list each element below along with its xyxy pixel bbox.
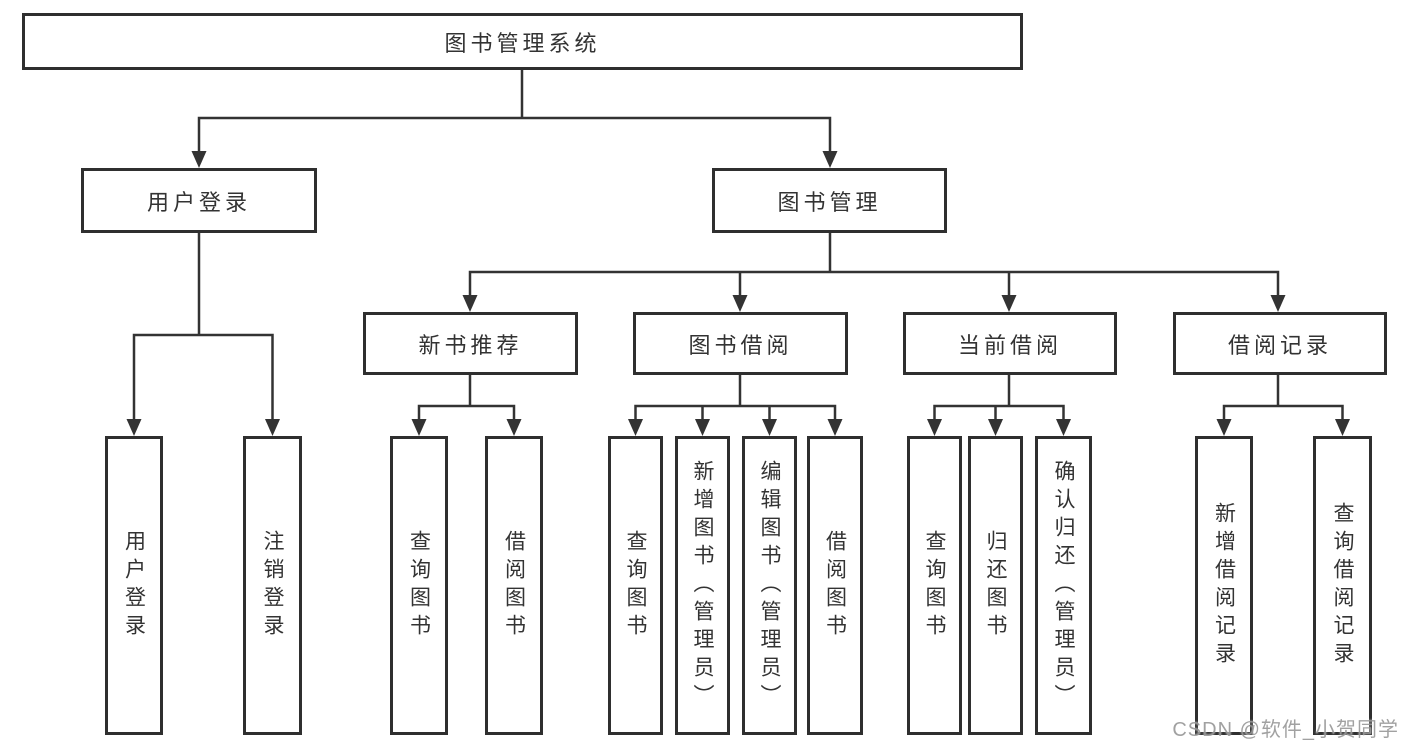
arrow-icon (927, 419, 942, 436)
leaf-query-borrow-record: 查询借阅记录 (1313, 436, 1372, 735)
wire-bookmgmt-level3 (468, 231, 1280, 298)
node-borrow-records: 借阅记录 (1173, 312, 1387, 375)
arrow-icon (732, 295, 748, 312)
arrow-icon (191, 151, 207, 168)
arrow-icon (988, 419, 1003, 436)
arrow-icon (827, 419, 843, 436)
node-new-book-recommend: 新书推荐 (363, 312, 578, 375)
node-user-login: 用户登录 (81, 168, 317, 233)
leaf-borrow-books: 借阅图书 (807, 436, 863, 735)
leaf-logout: 注销登录 (243, 436, 302, 735)
leaf-query-books-current: 查询图书 (907, 436, 962, 735)
arrow-icon (1056, 419, 1071, 436)
node-book-management: 图书管理 (712, 168, 947, 233)
arrow-icon (822, 151, 838, 168)
node-root-system: 图书管理系统 (22, 13, 1023, 70)
wire-root-to-level2 (197, 68, 832, 154)
leaf-add-books-admin: 新增图书（管理员） (675, 436, 730, 735)
csdn-watermark: CSDN @软件_小贺同学 (1172, 719, 1399, 741)
node-book-borrow: 图书借阅 (633, 312, 848, 375)
leaf-query-books-borrow: 查询图书 (608, 436, 663, 735)
node-current-borrow: 当前借阅 (903, 312, 1117, 375)
wire-borrow-children (634, 373, 837, 422)
arrow-icon (1216, 419, 1232, 436)
leaf-confirm-return-admin: 确认归还（管理员） (1035, 436, 1092, 735)
arrow-icon (506, 419, 522, 436)
arrow-icon (1335, 419, 1350, 436)
arrow-icon (462, 295, 478, 312)
wire-userlogin-children (132, 231, 274, 422)
arrow-icon (1001, 295, 1017, 312)
arrow-icon (762, 419, 777, 436)
arrow-icon (265, 419, 280, 436)
arrow-icon (1270, 295, 1286, 312)
leaf-user-login: 用户登录 (105, 436, 163, 735)
arrow-icon (695, 419, 710, 436)
leaf-edit-books-admin: 编辑图书（管理员） (742, 436, 797, 735)
leaf-return-books: 归还图书 (968, 436, 1023, 735)
leaf-query-books-recommend: 查询图书 (390, 436, 448, 735)
arrow-icon (411, 419, 427, 436)
arrow-icon (628, 419, 643, 436)
wire-current-children (933, 373, 1065, 422)
leaf-add-borrow-record: 新增借阅记录 (1195, 436, 1253, 735)
leaf-borrow-books-recommend: 借阅图书 (485, 436, 543, 735)
wire-records-children (1222, 373, 1344, 422)
wire-newbooks-children (417, 373, 516, 422)
arrow-icon (126, 419, 142, 436)
